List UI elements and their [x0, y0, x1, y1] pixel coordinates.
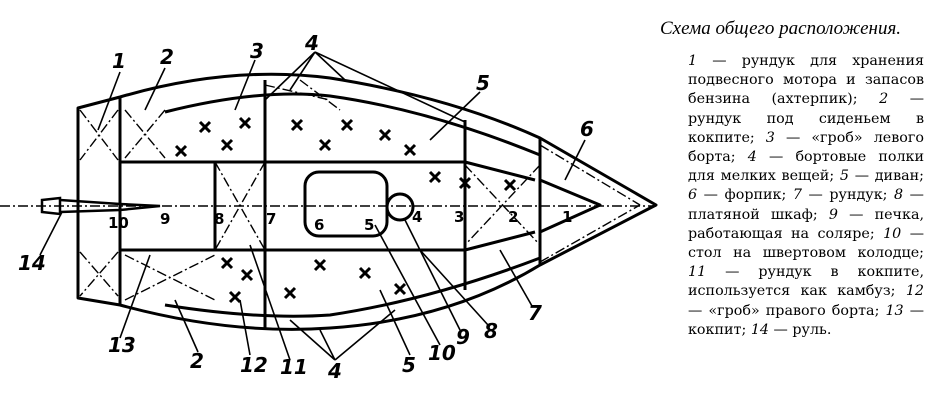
legend-body: 1 — рундук для хранения подвесного мотор…: [688, 53, 925, 338]
inner-stbd-shelf: [164, 256, 541, 318]
legend-num: 13: [885, 302, 904, 319]
legend-text: стол на швертовом колодце;: [688, 245, 924, 262]
frame-9: 9: [160, 210, 170, 228]
legend-text: «гроб» правого борта;: [708, 302, 880, 319]
frame-7: 7: [266, 210, 276, 228]
legend-num: 1: [688, 53, 698, 69]
legend-num: 7: [792, 187, 802, 204]
frame-10: 10: [108, 214, 129, 232]
hull-outline: [76, 72, 658, 331]
legend-title: Схема общего расположения.: [660, 18, 902, 39]
legend-text: бортовые полки для мелких вещей;: [688, 149, 925, 185]
port-berth-line: [120, 160, 536, 182]
legend-num: 2: [879, 91, 889, 108]
callout-12: 12: [240, 353, 268, 377]
legend-num: 10: [883, 225, 902, 242]
legend-text: «гроб» левого борта;: [688, 129, 925, 166]
forepeak-line: [539, 178, 602, 234]
boat-layout-diagram: 1 2 3 4 5 6 7 8 9 10 11 12 13 14 2 4 5 1…: [0, 31, 658, 383]
legend-text: кокпит;: [688, 321, 747, 338]
frame-8: 8: [214, 210, 224, 228]
callout-4b: 4: [327, 359, 342, 383]
rudder-tiller: [59, 198, 161, 214]
frame-6: 6: [314, 216, 324, 234]
legend-num: 9: [828, 206, 838, 223]
callout-3: 3: [250, 39, 264, 63]
callout-2: 2: [160, 45, 174, 69]
callout-8: 8: [484, 319, 498, 343]
callout-9: 9: [456, 325, 470, 349]
legend-num: 12: [905, 283, 925, 300]
storage-marks: [174, 116, 517, 304]
frame-1: 1: [562, 208, 572, 226]
legend-num: 6: [688, 187, 698, 204]
legend-text: форпик;: [724, 187, 787, 204]
callout-7: 7: [528, 301, 542, 325]
legend-num: 5: [839, 168, 849, 185]
frame-4: 4: [412, 208, 422, 226]
stbd-berth-line: [120, 230, 536, 252]
inner-port-shelf: [164, 92, 541, 157]
stove-9: [385, 192, 415, 222]
legend-text: руль.: [792, 321, 832, 338]
legend-text: печка, работающая на соляре;: [688, 206, 925, 242]
legend-num: 14: [750, 321, 770, 338]
legend-num: 3: [765, 129, 775, 146]
legend-num: 4: [747, 149, 757, 166]
callout-1: 1: [112, 49, 126, 73]
legend-text: диван;: [874, 168, 925, 185]
legend-text: рундук для хранения подвесного мотора и …: [688, 53, 925, 108]
frame-2: 2: [508, 208, 518, 226]
callout-14: 14: [18, 251, 46, 275]
legend-text: рундук;: [829, 187, 888, 204]
legend-text: рундук в кокпите, используется как камбу…: [688, 264, 924, 300]
callout-4: 4: [304, 31, 319, 55]
callout-11: 11: [280, 355, 308, 379]
legend-num: 8: [894, 187, 904, 204]
callout-5: 5: [476, 71, 490, 95]
callout-10: 10: [428, 341, 456, 365]
frame-3: 3: [454, 208, 464, 226]
callout-2b: 2: [190, 349, 204, 373]
callout-5b: 5: [402, 353, 416, 377]
callout-13: 13: [108, 333, 136, 357]
legend-num: 11: [688, 264, 707, 281]
legend-text: платяной шкаф;: [688, 206, 818, 223]
legend-text: рундук под сиденьем в кокпите;: [688, 110, 924, 146]
callout-6: 6: [580, 117, 594, 141]
frame-5: 5: [364, 216, 374, 234]
rudder-blade: [40, 196, 62, 216]
